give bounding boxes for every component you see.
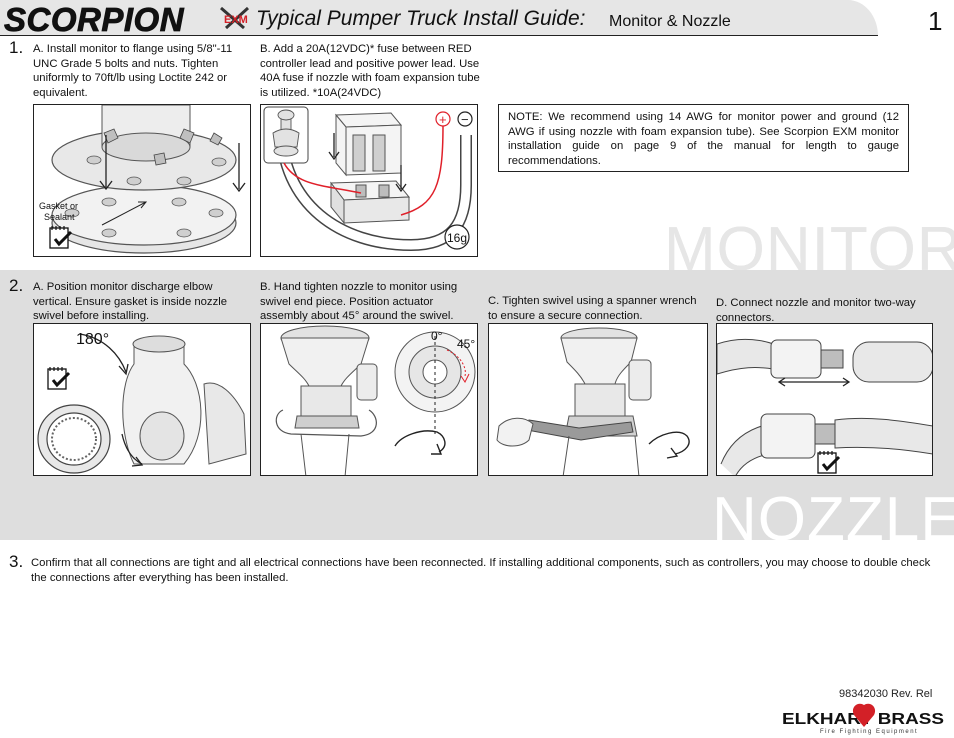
- svg-text:45°: 45°: [457, 337, 475, 351]
- svg-text:Gasket or: Gasket or: [39, 201, 78, 211]
- svg-text:Sealant: Sealant: [44, 212, 75, 222]
- checklist-icon: [817, 451, 841, 474]
- checklist-icon: [49, 226, 73, 249]
- svg-text:0°: 0°: [431, 329, 443, 343]
- step-1b-illustration: + − 16g: [260, 104, 478, 257]
- step-2b-illustration: 0° 45°: [260, 323, 478, 476]
- elkhart-brass-logo: ELKHART BRASS Fire Fighting Equipment: [782, 703, 944, 735]
- svg-text:EXM: EXM: [224, 14, 248, 26]
- guide-subtitle: Monitor & Nozzle: [609, 13, 731, 30]
- step-2a-caption: A. Position monitor discharge elbow vert…: [33, 281, 228, 322]
- page-number: 1: [928, 6, 943, 36]
- minus-terminal-icon: −: [457, 111, 473, 127]
- step-2-number: 2.: [9, 276, 24, 295]
- step-2c-illustration: [488, 323, 708, 476]
- svg-text:16g: 16g: [447, 231, 467, 245]
- note-box: NOTE: We recommend using 14 AWG for moni…: [498, 104, 909, 172]
- svg-text:+: +: [439, 112, 447, 127]
- svg-text:180°: 180°: [76, 331, 109, 348]
- exm-badge-icon: EXM: [220, 6, 250, 30]
- step-2c-caption: C. Tighten swivel using a spanner wrench…: [488, 295, 697, 322]
- header-bar: [0, 0, 878, 36]
- step-1b-caption: B. Add a 20A(12VDC)* fuse between RED co…: [260, 43, 480, 99]
- document-number: 98342030 Rev. Rel: [839, 688, 933, 700]
- svg-text:Fire Fighting Equipment: Fire Fighting Equipment: [820, 729, 918, 735]
- step-3-number: 3.: [9, 552, 24, 571]
- step-1-number: 1.: [9, 38, 24, 57]
- step-1a-illustration: Gasket or Sealant: [33, 104, 251, 257]
- brand-logo-text: SCORPION: [4, 1, 185, 39]
- step-1a-caption: A. Install monitor to flange using 5/8"-…: [33, 43, 233, 99]
- step-2d-illustration: [716, 323, 933, 476]
- step-2b-caption: B. Hand tighten nozzle to monitor using …: [260, 281, 458, 322]
- watermark-monitor-overlap: MONITOR: [664, 215, 954, 270]
- step-3-text: Confirm that all connections are tight a…: [31, 557, 931, 584]
- step-2d-caption: D. Connect nozzle and monitor two-way co…: [716, 297, 916, 324]
- step-2a-illustration: 180°: [33, 323, 251, 476]
- checklist-icon: [47, 367, 71, 390]
- svg-text:−: −: [461, 112, 469, 127]
- plus-terminal-icon: +: [435, 111, 451, 127]
- guide-title: Typical Pumper Truck Install Guide:: [256, 7, 586, 30]
- watermark-nozzle: NOZZLE: [712, 485, 954, 554]
